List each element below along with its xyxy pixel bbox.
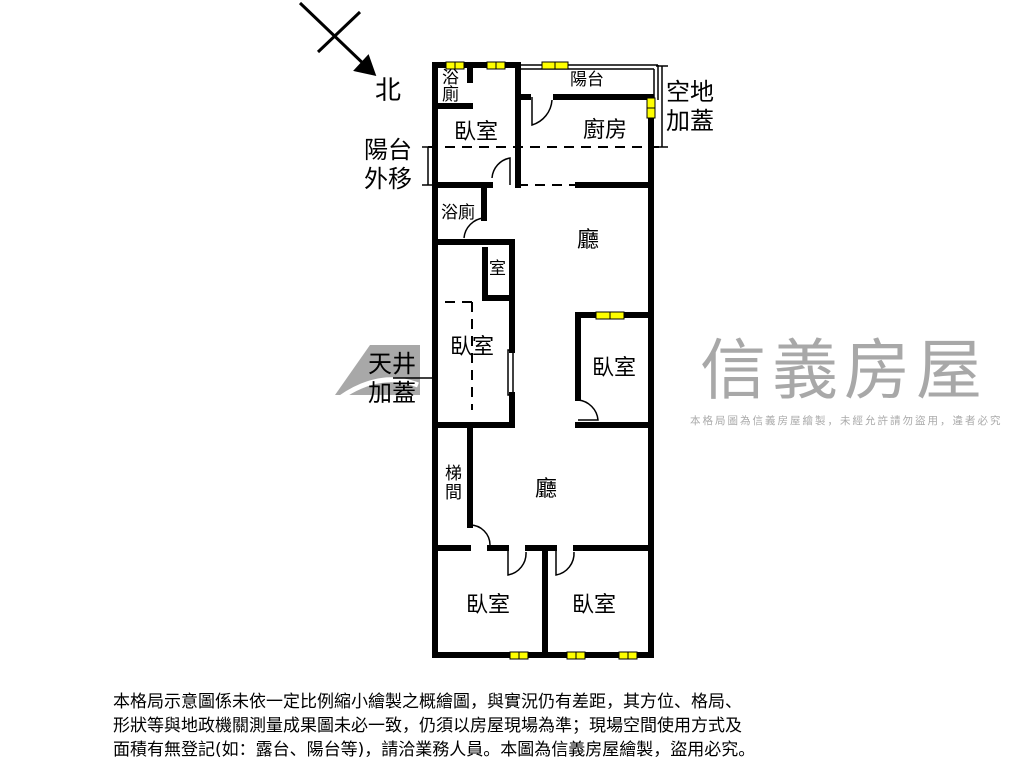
watermark-notice: 本格局圖為信義房屋繪製，未經允許請勿盜用，違者必究 [690, 415, 1003, 427]
watermark-brand: 信義房屋 [700, 332, 988, 409]
room-living-top: 廳 [577, 228, 600, 253]
room-bath-mid: 浴廁 [441, 203, 475, 223]
room-living-bottom: 廳 [535, 477, 558, 502]
disclaimer-line: 面積有無登記(如：露台、陽台等)，請洽業務人員。本圖為信義房屋繪製，盜用必究。 [113, 740, 756, 760]
disclaimer-line: 形狀等與地政機關測量成果圖未必一致，仍須以房屋現場為準；現場空間使用方式及 [113, 716, 742, 736]
room-bedroom-bottom-right: 臥室 [572, 593, 617, 618]
room-kitchen: 廚房 [583, 118, 628, 143]
compass-arrow-icon [298, 1, 377, 77]
room-bedroom-top: 臥室 [454, 120, 499, 145]
room-bedroom-mid-right: 臥室 [592, 356, 637, 381]
room-bedroom-bottom-left: 臥室 [466, 593, 511, 618]
annotation-vacant-addition: 空地加蓋 [666, 78, 714, 135]
disclaimer-line: 本格局示意圖係未依一定比例縮小繪製之概繪圖，與實況仍有差距，其方位、格局、 [113, 692, 742, 712]
room-bath-top: 浴廁 [442, 68, 459, 105]
room-balcony: 陽台 [570, 70, 604, 90]
north-label: 北 [375, 76, 402, 106]
room-bedroom-mid-left: 臥室 [450, 335, 495, 360]
disclaimer: 本格局示意圖係未依一定比例縮小繪製之概繪圖，與實況仍有差距，其方位、格局、 形狀… [113, 690, 755, 762]
annotation-balcony-moved: 陽台外移 [364, 136, 412, 193]
room-small: 室 [489, 259, 506, 279]
windows [445, 61, 656, 660]
annotation-skylight-addition: 天井加蓋 [368, 350, 416, 407]
room-stairs: 梯間 [445, 464, 462, 503]
